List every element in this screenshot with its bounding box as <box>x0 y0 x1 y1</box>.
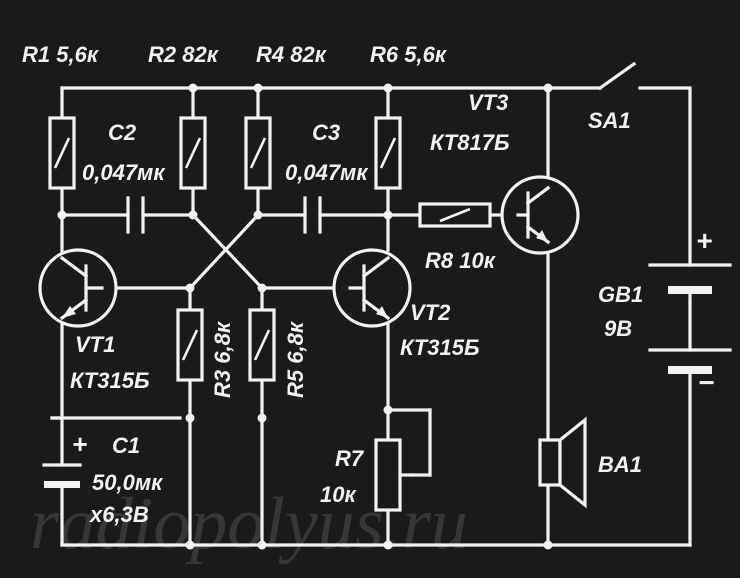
label-vt1-name: VT1 <box>75 332 115 357</box>
label-vt2-name: VT2 <box>410 300 451 325</box>
label-r6: R6 5,6к <box>370 42 448 67</box>
resistor-r5 <box>248 308 276 382</box>
transistor-vt2 <box>332 248 412 328</box>
label-c1-name: C1 <box>112 433 140 458</box>
resistor-r4 <box>244 116 272 190</box>
label-vt1-type: КТ315Б <box>70 368 150 393</box>
switch-sa1 <box>597 61 637 91</box>
label-r1: R1 5,6к <box>22 42 100 67</box>
label-c3-name: C3 <box>312 120 340 145</box>
transistor-vt1 <box>38 248 118 328</box>
label-battery-minus: − <box>698 367 714 398</box>
capacitor-c3 <box>303 196 322 234</box>
label-r5: R5 6,8к <box>283 320 308 398</box>
label-vt3-name: VT3 <box>468 90 508 115</box>
label-r7-value: 10к <box>320 482 357 507</box>
transistor-vt3 <box>500 175 580 255</box>
capacitor-c2 <box>126 196 145 234</box>
label-gb1-name: GB1 <box>598 282 643 307</box>
label-sa1: SA1 <box>588 108 631 133</box>
label-c2-name: C2 <box>108 120 137 145</box>
label-c3-value: 0,047мк <box>285 160 369 185</box>
label-gb1-value: 9В <box>604 316 632 341</box>
label-r7-name: R7 <box>335 446 365 471</box>
potentiometer-r7 <box>374 438 414 512</box>
label-vt3-type: КТ817Б <box>430 130 510 155</box>
label-c1-value: 50,0мк <box>92 470 164 495</box>
resistor-r6 <box>374 116 402 190</box>
capacitor-c1 <box>42 463 82 488</box>
label-r8: R8 10к <box>425 248 497 273</box>
speaker-ba1 <box>538 416 587 509</box>
label-c2-value: 0,047мк <box>82 160 166 185</box>
label-r4: R4 82к <box>256 42 328 67</box>
resistor-r2 <box>179 116 207 190</box>
label-battery-plus: + <box>696 225 712 256</box>
label-c1-plus: + <box>72 429 87 459</box>
resistor-r3 <box>176 308 204 382</box>
label-vt2-type: КТ315Б <box>400 335 480 360</box>
labels: R1 5,6к R2 82к R4 82к R6 5,6к C2 0,047мк… <box>22 42 714 527</box>
label-c1-voltage: х6,3В <box>89 502 149 527</box>
label-r3: R3 6,8к <box>210 320 235 398</box>
label-ba1: BA1 <box>598 452 642 477</box>
resistor-r1 <box>48 116 76 190</box>
battery-gb1 <box>648 263 732 374</box>
junction-dots <box>57 83 553 550</box>
label-r2: R2 82к <box>148 42 220 67</box>
resistor-r8 <box>418 202 492 228</box>
